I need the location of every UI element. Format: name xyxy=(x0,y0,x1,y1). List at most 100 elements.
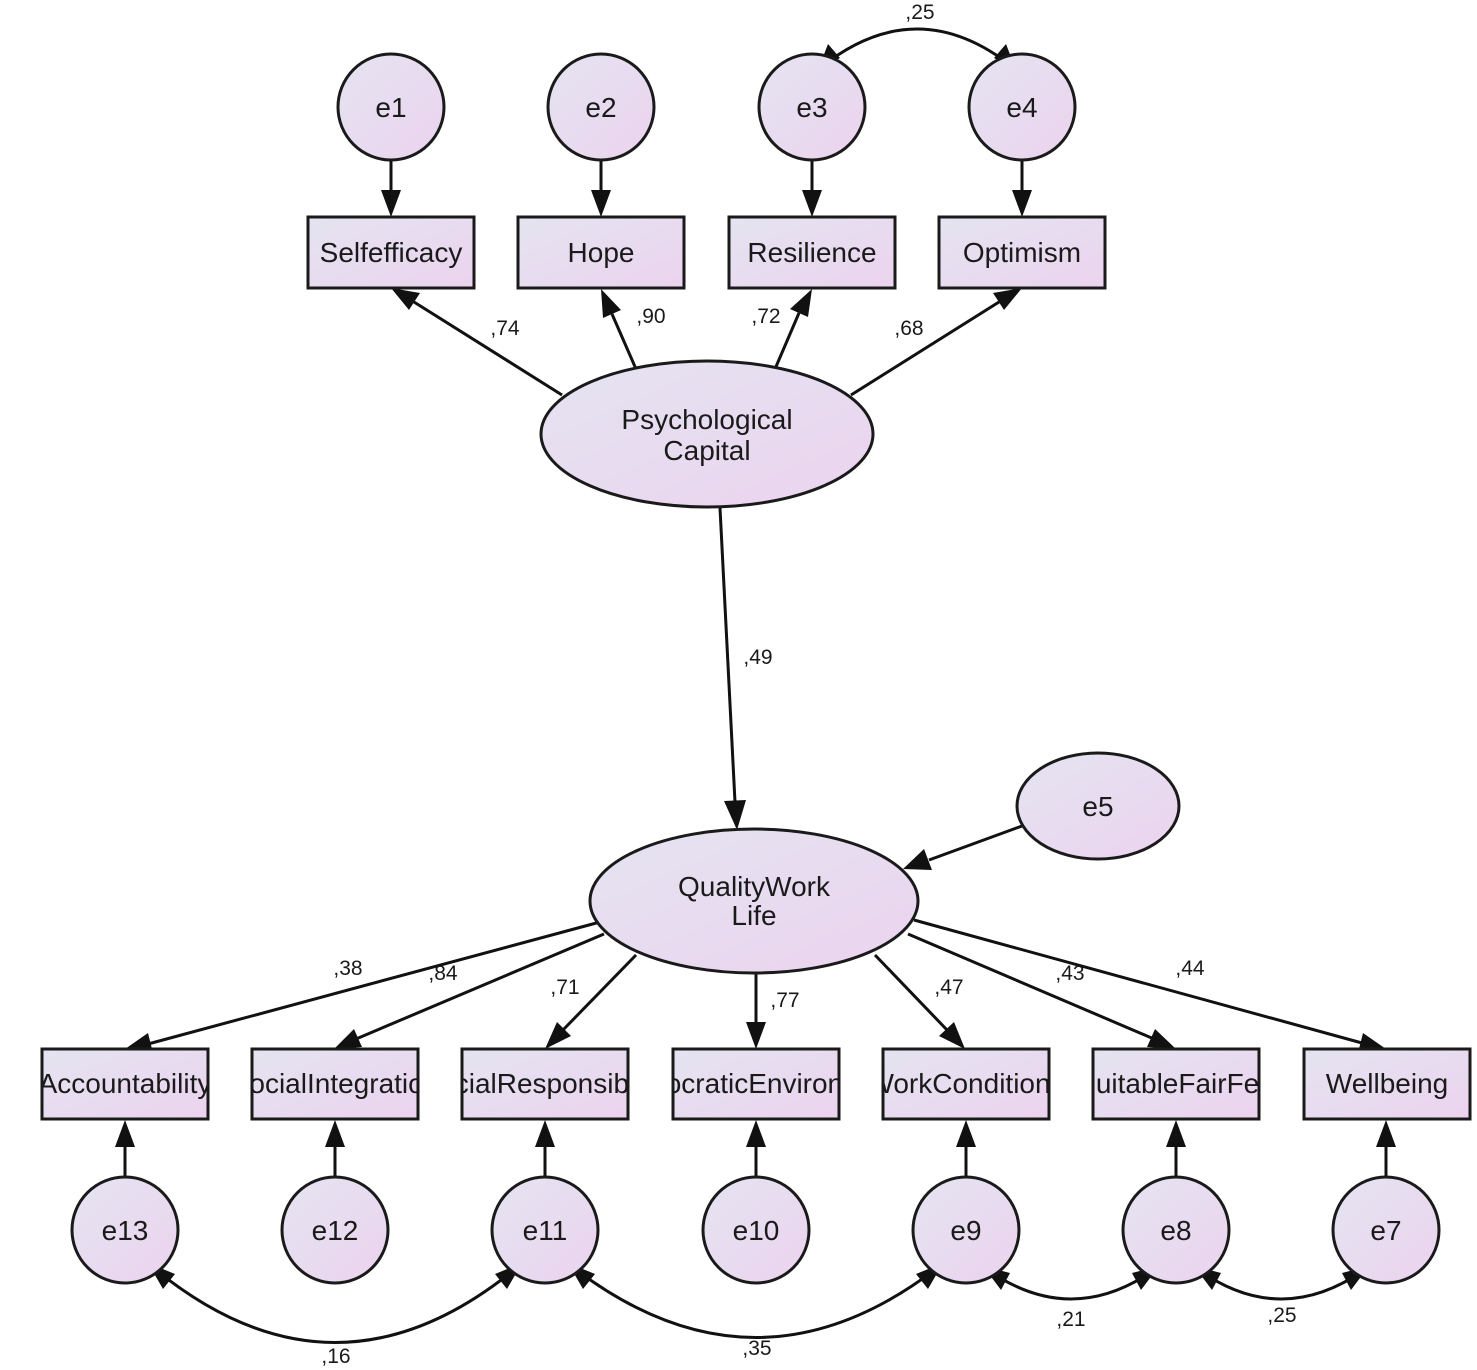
arrowhead-e9 xyxy=(956,1120,976,1147)
observed-label-hope: Hope xyxy=(568,237,635,268)
arrowhead-e8 xyxy=(1166,1120,1186,1147)
arrowhead-social-responsibility xyxy=(545,1022,571,1049)
coef-optimism: ,68 xyxy=(894,317,923,340)
observed-label-accountability: Accountability xyxy=(39,1068,212,1099)
coef-resilience: ,72 xyxy=(751,305,780,328)
arrowhead-work-conditions xyxy=(939,1022,965,1049)
observed-label-resilience: Resilience xyxy=(747,237,876,268)
error-node-e7: e7 xyxy=(1331,1175,1441,1285)
coef-cov-e13-e11: ,16 xyxy=(321,1345,350,1368)
observed-node-suitable-fair-fee: SuitableFairFee xyxy=(1077,1047,1275,1121)
latent-node-quality-work-life: QualityWork Life xyxy=(588,827,920,975)
arrowhead-e11 xyxy=(535,1120,555,1147)
error-label-e10: e10 xyxy=(733,1215,780,1246)
path-qwl-social-integration xyxy=(355,932,605,1041)
observed-node-work-conditions: WorkConditions xyxy=(867,1047,1064,1121)
coef-psycap-qwl: ,49 xyxy=(743,646,772,669)
latent-label-psycap-line2: Capital xyxy=(663,435,750,466)
arrowhead-hope xyxy=(601,289,621,318)
error-node-e8: e8 xyxy=(1121,1175,1231,1285)
path-qwl-social-responsibility xyxy=(560,953,638,1033)
latent-label-qwl-line1: QualityWork xyxy=(678,871,831,902)
coef-hope: ,90 xyxy=(636,305,665,328)
covariance-e3-e4 xyxy=(819,27,1015,70)
error-label-e7: e7 xyxy=(1370,1215,1401,1246)
observed-node-social-integration: SocialIntegration xyxy=(231,1047,440,1121)
path-qwl-work-conditions xyxy=(873,953,950,1033)
coef-social-responsibility: ,71 xyxy=(550,976,579,999)
covariance-e13-e11 xyxy=(149,1263,521,1344)
arrowhead-e1 xyxy=(381,190,401,217)
observed-node-optimism: Optimism xyxy=(937,215,1107,290)
error-node-e4: e4 xyxy=(967,52,1077,162)
observed-node-hope: Hope xyxy=(516,215,686,290)
error-label-e4: e4 xyxy=(1006,92,1037,123)
observed-label-selfefficacy: Selfefficacy xyxy=(320,237,463,268)
coef-cov-e11-e9: ,35 xyxy=(742,1337,771,1360)
error-node-e12: e12 xyxy=(280,1175,390,1285)
observed-node-democratic-environment: DemocraticEnvironment xyxy=(607,1047,906,1121)
error-node-e10: e10 xyxy=(701,1175,811,1285)
coef-work-conditions: ,47 xyxy=(934,976,963,999)
path-qwl-wellbeing xyxy=(913,918,1363,1045)
arrowhead-resilience xyxy=(790,289,812,317)
path-psycap-qwl xyxy=(718,507,737,803)
error-label-e12: e12 xyxy=(312,1215,359,1246)
error-node-e1: e1 xyxy=(336,52,446,162)
covariance-e8-e7 xyxy=(1195,1266,1368,1301)
error-label-e5: e5 xyxy=(1082,791,1113,822)
coef-cov-e3-e4: ,25 xyxy=(905,1,934,24)
arrowhead-qwl xyxy=(724,800,746,830)
covariance-e11-e9 xyxy=(569,1263,942,1339)
arrowhead-e10 xyxy=(746,1120,766,1147)
observed-node-accountability: Accountability xyxy=(39,1047,212,1121)
error-label-e13: e13 xyxy=(102,1215,149,1246)
path-qwl-suitable-fair-fee xyxy=(907,932,1155,1041)
coef-cov-e9-e8: ,21 xyxy=(1056,1308,1085,1331)
observed-label-social-integration: SocialIntegration xyxy=(231,1068,440,1099)
observed-label-democratic-environment: DemocraticEnvironment xyxy=(607,1068,906,1099)
coef-suitable-fair-fee: ,43 xyxy=(1055,962,1084,985)
error-node-e11: e11 xyxy=(490,1175,600,1285)
arrowhead-e12 xyxy=(325,1120,345,1147)
observed-label-work-conditions: WorkConditions xyxy=(867,1068,1064,1099)
error-label-e11: e11 xyxy=(523,1215,568,1246)
observed-label-optimism: Optimism xyxy=(963,237,1081,268)
arrowhead-e3 xyxy=(802,190,822,217)
coef-selfefficacy: ,74 xyxy=(490,317,520,340)
arrowhead-optimism xyxy=(993,288,1022,310)
observed-label-wellbeing: Wellbeing xyxy=(1326,1068,1448,1099)
observed-node-selfefficacy: Selfefficacy xyxy=(306,215,476,290)
observed-node-wellbeing: Wellbeing xyxy=(1302,1047,1472,1121)
coef-accountability: ,38 xyxy=(333,957,362,980)
arrowhead-democratic-environment xyxy=(746,1022,766,1049)
arrowhead-e5 xyxy=(903,849,932,870)
error-label-e3: e3 xyxy=(796,92,827,123)
observed-label-social-responsibility: SocialResponsibility xyxy=(420,1068,669,1099)
arrowhead-selfefficacy xyxy=(391,288,420,310)
coef-wellbeing: ,44 xyxy=(1175,957,1205,980)
latent-node-psychological-capital: Psychological Capital xyxy=(539,359,875,509)
path-psycap-resilience xyxy=(773,312,801,370)
path-e5-qwl xyxy=(928,824,1023,862)
coef-social-integration: ,84 xyxy=(428,962,458,985)
path-psycap-selfefficacy xyxy=(413,300,563,397)
coef-democratic-environment: ,77 xyxy=(770,989,799,1012)
error-node-e3: e3 xyxy=(757,52,867,162)
latent-label-qwl-line2: Life xyxy=(731,900,776,931)
error-label-e9: e9 xyxy=(950,1215,981,1246)
observed-node-resilience: Resilience xyxy=(727,215,897,290)
arrowhead-e4 xyxy=(1012,190,1032,217)
error-node-e13: e13 xyxy=(70,1175,180,1285)
latent-label-psycap-line1: Psychological xyxy=(621,404,792,435)
arrowhead-suitable-fair-fee xyxy=(1147,1029,1176,1049)
arrowhead-e13 xyxy=(115,1120,135,1147)
covariance-e9-e8 xyxy=(984,1266,1158,1301)
path-psycap-optimism xyxy=(850,300,1000,397)
arrowhead-e2 xyxy=(591,190,611,217)
error-label-e2: e2 xyxy=(585,92,616,123)
error-node-e2: e2 xyxy=(546,52,656,162)
observed-label-suitable-fair-fee: SuitableFairFee xyxy=(1077,1068,1275,1099)
observed-node-social-responsibility: SocialResponsibility xyxy=(420,1047,669,1121)
